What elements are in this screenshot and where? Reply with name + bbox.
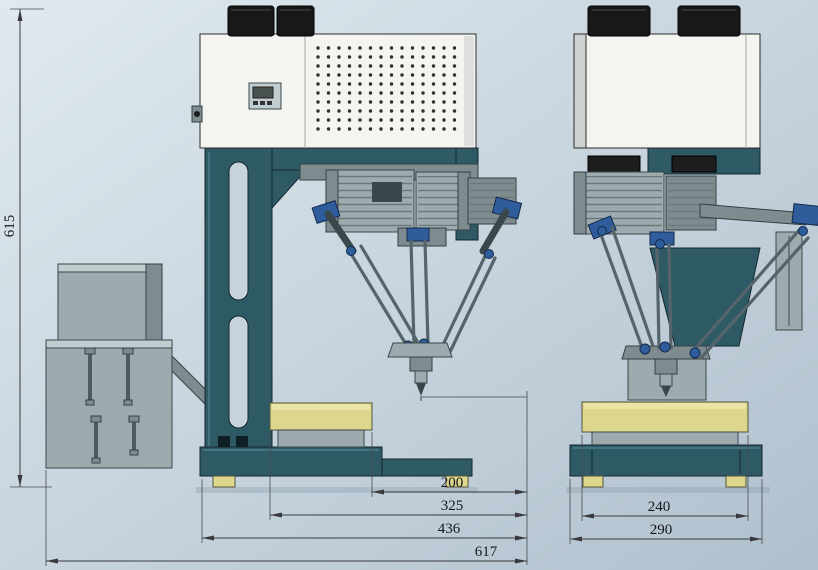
side-shadow — [566, 487, 770, 493]
feeder-bolts — [84, 347, 140, 464]
dimension-side-240: 240 — [581, 435, 749, 521]
door-latch — [191, 105, 203, 123]
dimension-side-290: 290 — [569, 479, 763, 544]
base — [199, 446, 473, 488]
feeder-unit — [45, 263, 207, 469]
elbow-joint — [484, 249, 494, 259]
arm-rod — [598, 230, 645, 352]
top-motors — [587, 5, 741, 37]
motor-assembly — [573, 155, 717, 235]
platform-pedestal — [591, 431, 739, 446]
dimension-value: 325 — [441, 498, 464, 514]
work-platform — [581, 401, 749, 446]
elbow-joint — [346, 246, 356, 256]
dimension-value: 615 — [2, 215, 18, 238]
wrist-joint — [639, 343, 651, 355]
dimension-value: 436 — [438, 521, 461, 537]
arm-rod — [699, 236, 810, 360]
feeder-lower-box — [45, 339, 173, 469]
arm-rod — [447, 256, 497, 356]
dimension-height: 615 — [2, 8, 52, 488]
delta-arms — [311, 196, 523, 356]
shoulder-joint — [791, 203, 818, 226]
side-view — [566, 5, 818, 493]
dimensions: 615 200 325 436 617 — [2, 8, 763, 566]
motor-box — [227, 5, 275, 37]
foot — [725, 475, 747, 488]
front-view — [45, 5, 523, 493]
work-platform — [269, 402, 373, 448]
tool-tip — [661, 386, 671, 397]
delta-arms — [587, 215, 810, 360]
dimension-value: 290 — [650, 522, 673, 538]
elbow-joint — [798, 226, 808, 236]
arm-rod — [655, 243, 661, 350]
control-cabinet — [573, 33, 761, 149]
base-plate — [569, 444, 763, 477]
arm-rod — [348, 250, 409, 348]
end-effector — [654, 358, 678, 397]
motor-box — [587, 5, 651, 37]
side-arm — [699, 203, 818, 331]
motor-box — [276, 5, 315, 37]
arm-rod — [409, 239, 416, 346]
arm-rod — [359, 244, 419, 343]
frame-slot-lower — [228, 315, 249, 429]
elbow-joint — [655, 239, 665, 249]
dimension-front-617: 617 — [45, 470, 527, 566]
dimension-value: 240 — [648, 499, 671, 515]
vent-grid — [312, 45, 460, 133]
feeder-upper-box — [57, 263, 163, 341]
arm-rod — [423, 239, 430, 346]
platform-pedestal — [277, 429, 365, 448]
base-plate-right — [381, 458, 473, 477]
reference-lines — [421, 391, 528, 565]
arm-link — [699, 203, 807, 226]
dimension-value: 200 — [441, 475, 464, 491]
top-motors — [227, 5, 315, 37]
base — [569, 444, 763, 488]
wrist-joint — [689, 347, 701, 359]
dimension-value: 617 — [475, 544, 498, 560]
arm-rod — [610, 225, 655, 348]
wrist-joint — [659, 341, 671, 353]
arm-rod — [691, 226, 803, 353]
base-plate-left — [199, 446, 383, 477]
tool-tip — [416, 383, 426, 396]
end-effector — [387, 342, 453, 401]
arm-rod — [667, 243, 673, 350]
arm-rod — [439, 250, 489, 351]
dimension-front-325: 325 — [269, 432, 527, 520]
display-panel — [248, 82, 282, 110]
cabinet-body — [573, 33, 761, 149]
dimension-front-200: 200 — [371, 432, 527, 497]
moving-plate — [387, 342, 453, 358]
dimension-front-436: 436 — [201, 479, 527, 543]
frame-slot-upper — [228, 161, 249, 301]
front-shadow — [196, 487, 478, 493]
control-cabinet — [191, 33, 477, 149]
shoulder-joint — [406, 227, 430, 242]
foot — [445, 475, 469, 488]
motor-box — [677, 5, 741, 37]
elbow-joint — [597, 226, 607, 236]
foot — [212, 475, 236, 488]
foot — [582, 475, 604, 488]
